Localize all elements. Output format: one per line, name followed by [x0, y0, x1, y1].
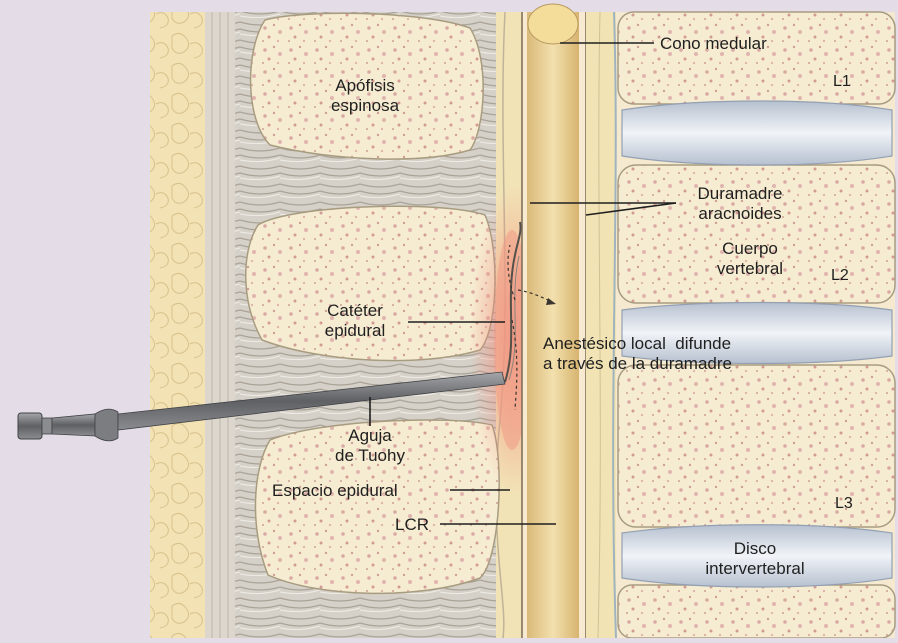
disco-label-line1: Disco: [690, 539, 820, 558]
anestesico-label-line2: a través de la duramadre: [543, 354, 732, 373]
cuerpo-vertebral-label-line1: Cuerpo: [700, 239, 800, 258]
apofisis-label-line2: espinosa: [310, 96, 420, 115]
duramadre-label-line1: Duramadre: [680, 184, 800, 203]
l1-level-label: L1: [833, 72, 851, 91]
l3-level-label: L3: [835, 494, 853, 513]
duramadre-label-line2: aracnoides: [680, 204, 800, 223]
cuerpo-vertebral-label-line2: vertebral: [700, 259, 800, 278]
aguja-label-line2: de Tuohy: [320, 446, 420, 465]
espacio-epidural-label: Espacio epidural: [272, 481, 398, 500]
apofisis-label-line1: Apófisis: [310, 76, 420, 95]
cateter-label-line2: epidural: [305, 321, 405, 340]
cateter-label-line1: Catéter: [305, 301, 405, 320]
cono-medular-label: Cono medular: [660, 34, 767, 53]
anestesico-label-line1: Anestésico local difunde: [543, 334, 731, 353]
lcr-label: LCR: [395, 515, 429, 534]
aguja-label-line1: Aguja: [330, 426, 410, 445]
disco-label-line2: intervertebral: [690, 559, 820, 578]
l2-level-label: L2: [831, 266, 849, 285]
